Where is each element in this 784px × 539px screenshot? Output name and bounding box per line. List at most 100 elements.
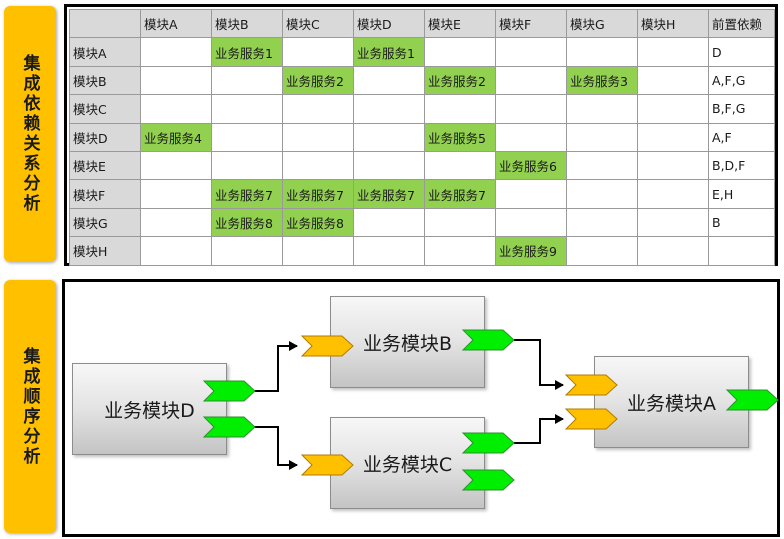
service-cell: 业务服务8 — [282, 207, 354, 238]
module-a-output-port — [725, 389, 779, 411]
empty-cell — [353, 122, 425, 152]
column-header: 模块G — [566, 8, 638, 39]
column-header: 模块A — [140, 8, 212, 39]
row-header: 模块C — [69, 94, 141, 124]
dependency-cell: B — [708, 207, 775, 238]
empty-cell — [566, 37, 638, 67]
empty-cell — [495, 207, 567, 238]
module-c-label: 业务模块C — [362, 453, 453, 476]
row-header: 模块H — [69, 236, 141, 266]
empty-cell — [637, 94, 709, 124]
module-d-output-port-lower — [202, 416, 256, 438]
sequence-analysis-label: 集成顺序分析 — [4, 280, 56, 533]
module-d-box: 业务模块D — [72, 363, 227, 455]
empty-cell — [495, 94, 567, 124]
service-cell: 业务服务3 — [566, 65, 638, 96]
connector-b-to-a — [514, 339, 564, 390]
empty-cell — [424, 150, 496, 181]
empty-cell — [424, 207, 496, 238]
empty-cell — [211, 150, 283, 181]
row-header: 模块B — [69, 65, 141, 96]
empty-cell — [637, 236, 709, 266]
empty-cell — [566, 150, 638, 181]
empty-cell — [211, 236, 283, 266]
empty-cell — [140, 37, 212, 67]
empty-cell — [353, 65, 425, 96]
empty-cell — [353, 94, 425, 124]
row-header: 模块F — [69, 179, 141, 209]
row-header: 模块D — [69, 122, 141, 152]
empty-cell — [424, 37, 496, 67]
module-c-box: 业务模块C — [330, 417, 485, 509]
column-header: 模块H — [637, 8, 709, 39]
empty-cell — [566, 94, 638, 124]
service-cell: 业务服务2 — [282, 65, 354, 96]
module-c-input-port — [300, 454, 354, 476]
empty-cell — [282, 37, 354, 67]
service-cell: 业务服务4 — [140, 122, 212, 152]
service-cell: 业务服务7 — [211, 179, 283, 209]
module-b-input-port — [300, 335, 354, 357]
column-header: 模块F — [495, 8, 567, 39]
service-cell: 业务服务9 — [495, 236, 567, 266]
module-d-output-port-upper — [202, 380, 256, 402]
column-header: 前置依赖 — [708, 8, 775, 39]
dependency-cell: A,F,G — [708, 65, 775, 96]
service-cell: 业务服务7 — [353, 179, 425, 209]
empty-cell — [495, 179, 567, 209]
dependency-cell — [708, 236, 775, 266]
matrix-row: 模块H 业务服务9 — [69, 236, 775, 266]
dependency-cell: E,H — [708, 179, 775, 209]
module-c-output-port-upper — [461, 432, 515, 454]
empty-cell — [140, 65, 212, 96]
empty-cell — [140, 150, 212, 181]
empty-cell — [566, 236, 638, 266]
empty-cell — [637, 207, 709, 238]
empty-cell — [637, 65, 709, 96]
module-a-input-port-upper — [564, 374, 618, 396]
empty-cell — [566, 179, 638, 209]
empty-cell — [140, 236, 212, 266]
empty-cell — [495, 37, 567, 67]
row-header: 模块E — [69, 150, 141, 181]
module-b-output-port — [461, 329, 515, 351]
module-d-label: 业务模块D — [104, 399, 195, 422]
module-b-box: 业务模块B — [330, 296, 485, 388]
service-cell: 业务服务6 — [495, 150, 567, 181]
empty-cell — [637, 122, 709, 152]
connector-d-to-c — [254, 426, 298, 470]
empty-cell — [637, 179, 709, 209]
empty-cell — [637, 150, 709, 181]
dependency-analysis-text: 集成依赖关系分析 — [19, 54, 40, 214]
sequence-analysis-text: 集成顺序分析 — [19, 346, 40, 467]
module-c-output-port-lower — [461, 469, 515, 491]
dependency-cell: B,D,F — [708, 150, 775, 181]
module-b-label: 业务模块B — [362, 332, 453, 355]
empty-cell — [282, 94, 354, 124]
empty-cell — [637, 37, 709, 67]
connector-c-to-a — [514, 414, 564, 444]
module-a-box: 业务模块A — [594, 356, 749, 448]
row-header: 模块A — [69, 37, 141, 67]
module-a-label: 业务模块A — [627, 392, 716, 415]
empty-cell — [353, 150, 425, 181]
dependency-cell: A,F — [708, 122, 775, 152]
dependency-cell: D — [708, 37, 775, 67]
empty-cell — [424, 236, 496, 266]
empty-cell — [353, 207, 425, 238]
module-a-input-port-lower — [564, 408, 618, 430]
empty-cell — [353, 236, 425, 266]
empty-cell — [140, 94, 212, 124]
row-header: 模块G — [69, 207, 141, 238]
empty-cell — [282, 150, 354, 181]
service-cell: 业务服务5 — [424, 122, 496, 152]
empty-cell — [140, 179, 212, 209]
